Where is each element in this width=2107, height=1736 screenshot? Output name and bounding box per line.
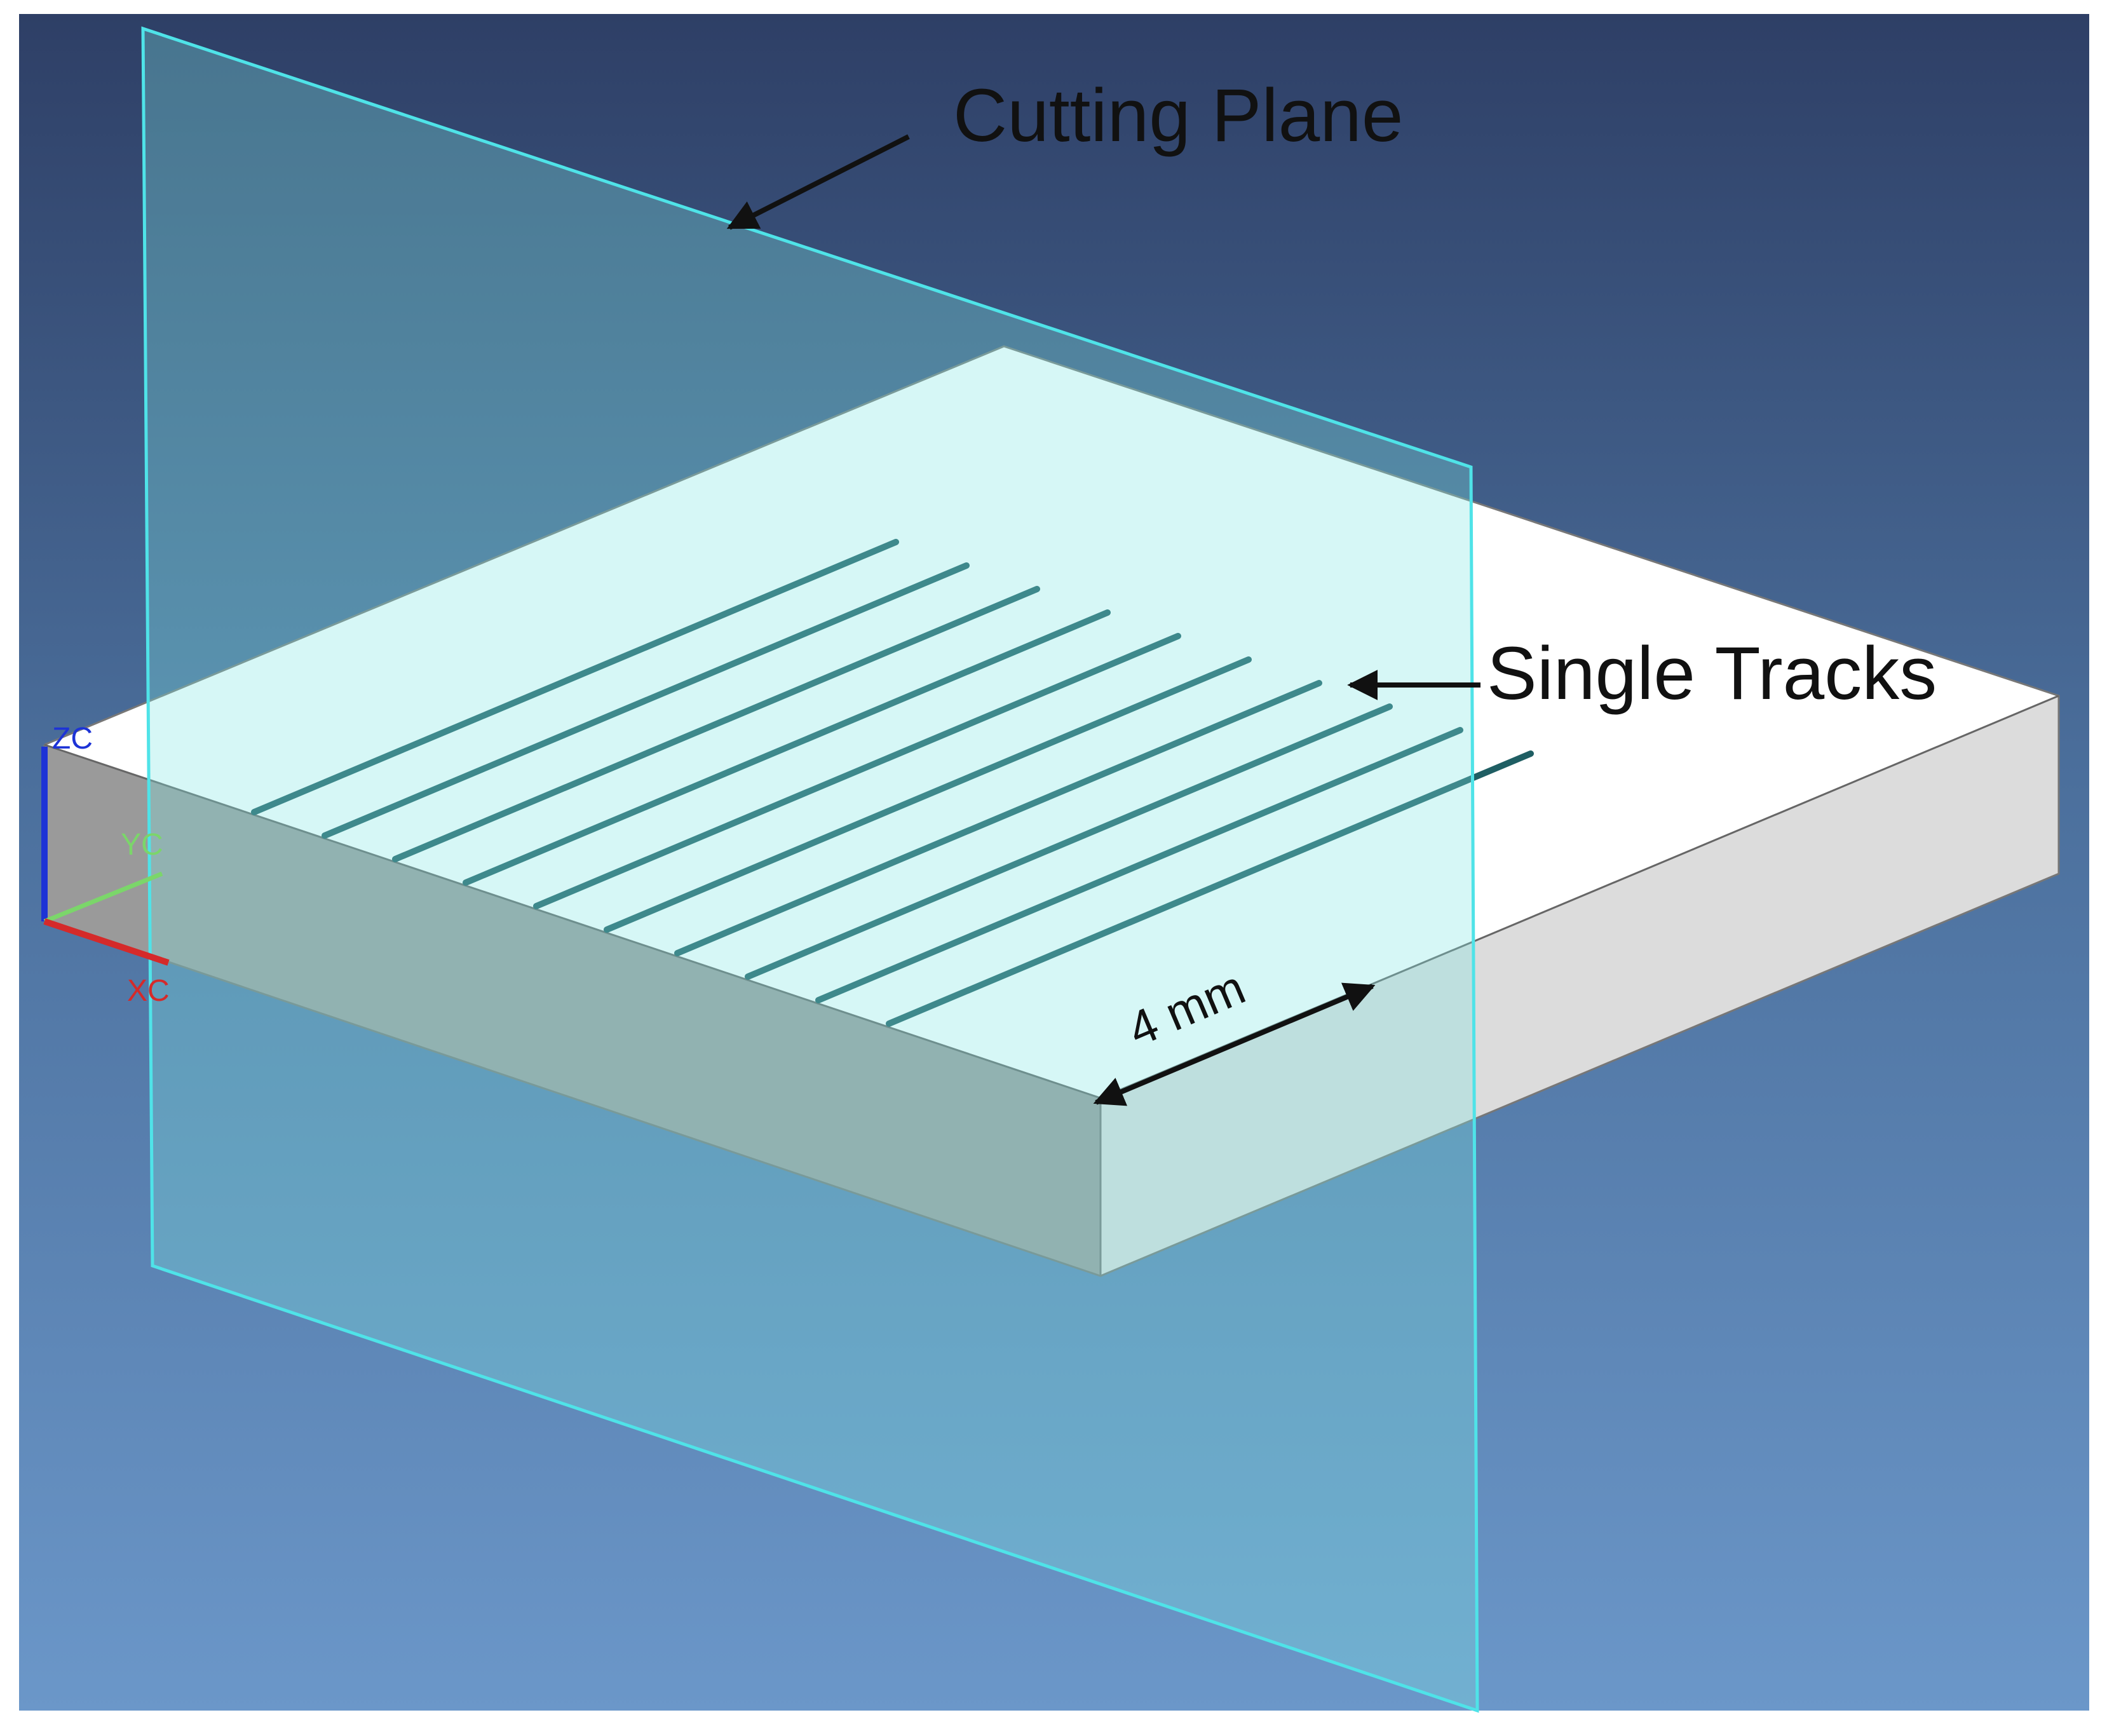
cutting-plane — [141, 26, 1479, 1713]
cutting-plane-label: Cutting Plane — [953, 74, 1403, 158]
single-tracks-label: Single Tracks — [1487, 632, 1937, 715]
single-track — [886, 750, 1534, 1027]
y-axis-label: YC — [121, 828, 163, 862]
block-top-edge — [44, 743, 1101, 1099]
block-left-face — [44, 745, 1101, 1276]
single-track — [251, 539, 899, 815]
single-track — [533, 633, 1181, 909]
block-top-face — [44, 346, 2059, 1098]
single-track — [674, 680, 1322, 956]
single-track — [392, 586, 1040, 862]
single-track — [322, 562, 970, 839]
single-track — [604, 656, 1252, 933]
block-right-face — [1101, 696, 2059, 1276]
y-axis-line — [43, 871, 163, 924]
x-axis-line — [43, 918, 170, 966]
cutting-plane-arrow-icon — [726, 134, 910, 230]
x-axis-label: XC — [127, 974, 170, 1008]
single-track — [463, 609, 1111, 886]
single-track — [815, 727, 1463, 1003]
z-axis-label: ZC — [52, 722, 93, 756]
single-track — [745, 703, 1393, 980]
single-tracks — [251, 539, 1534, 1027]
dimension-arrow-icon — [1093, 982, 1376, 1106]
axis-triad: ZC YC XC — [41, 722, 170, 1008]
